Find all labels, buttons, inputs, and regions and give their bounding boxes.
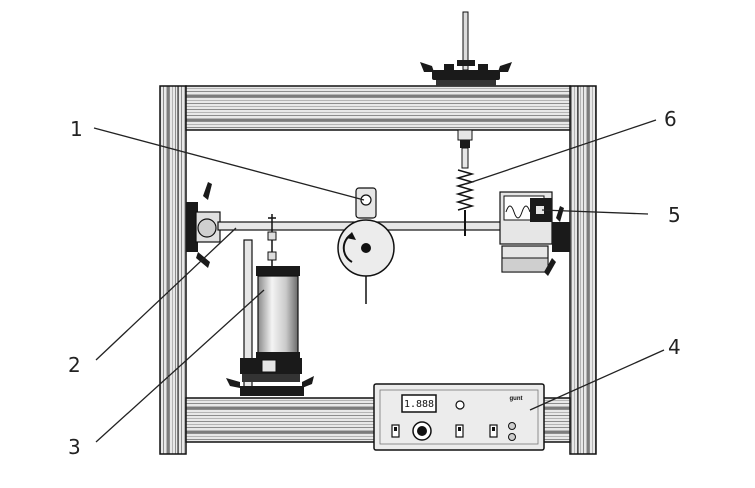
callout-1: 1 bbox=[70, 117, 83, 141]
brand-logo-text: gunt bbox=[510, 396, 523, 402]
left-pivot-clamp bbox=[186, 182, 221, 268]
digital-display bbox=[401, 394, 437, 413]
indicator-lamp bbox=[455, 400, 465, 410]
frame-top-beam bbox=[185, 85, 571, 131]
leader-line-6 bbox=[465, 119, 657, 185]
drum-recorder bbox=[499, 191, 570, 276]
spring bbox=[455, 129, 475, 236]
callout-5: 5 bbox=[668, 203, 681, 227]
socket-lower bbox=[508, 433, 516, 441]
callout-3: 3 bbox=[68, 435, 81, 459]
leader-line-5 bbox=[541, 209, 649, 215]
frame-left-post bbox=[159, 85, 187, 455]
leader-line-2 bbox=[95, 227, 237, 361]
leader-line-4 bbox=[529, 349, 665, 411]
display-readout: 1.888 bbox=[404, 399, 434, 410]
exciter-unbalance-motor bbox=[337, 187, 395, 304]
damper-cylinder bbox=[257, 275, 299, 355]
socket-upper bbox=[508, 422, 516, 430]
leader-line-3 bbox=[95, 289, 265, 443]
load-hanger bbox=[267, 214, 277, 270]
callout-4: 4 bbox=[668, 335, 681, 359]
leader-lines bbox=[93, 119, 665, 443]
callout-2: 2 bbox=[68, 353, 81, 377]
leader-line-1 bbox=[93, 127, 365, 201]
top-clamp bbox=[420, 11, 512, 86]
callout-6: 6 bbox=[664, 107, 677, 131]
control-unit: 1.888 gunt bbox=[373, 383, 545, 451]
damper bbox=[226, 239, 314, 396]
